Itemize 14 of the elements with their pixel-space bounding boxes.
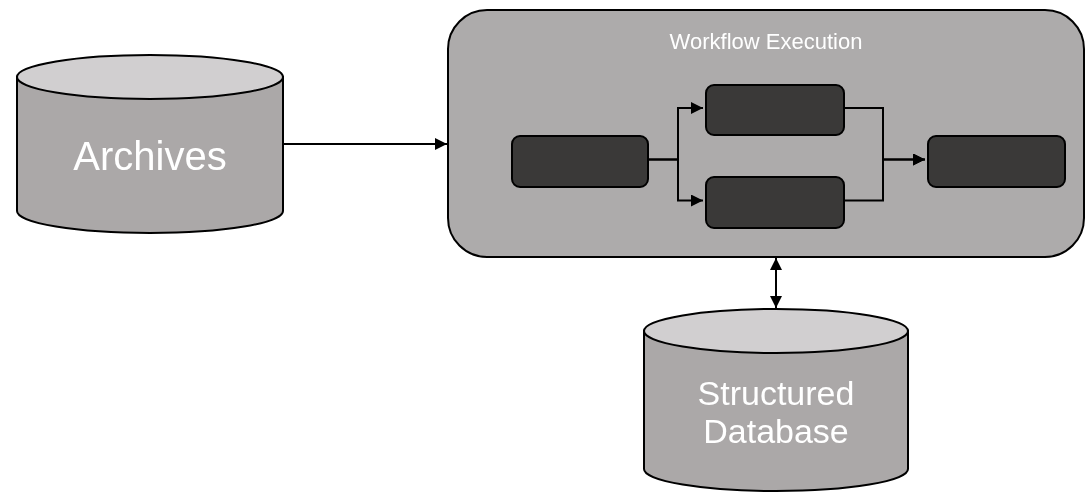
arrow bbox=[770, 257, 782, 309]
arrow bbox=[283, 138, 448, 150]
workflow-panel bbox=[447, 9, 1085, 258]
database-cylinder bbox=[16, 54, 284, 234]
process-box bbox=[705, 176, 845, 229]
database-label: Structured Database bbox=[696, 372, 856, 452]
arrow bbox=[842, 153, 926, 202]
process-box bbox=[511, 135, 649, 188]
panel-title: Workflow Execution bbox=[668, 29, 864, 55]
database-cylinder bbox=[643, 308, 909, 492]
arrow bbox=[646, 158, 704, 207]
database-label: Archives bbox=[72, 132, 228, 180]
process-box bbox=[705, 84, 845, 136]
process-box bbox=[927, 135, 1066, 188]
